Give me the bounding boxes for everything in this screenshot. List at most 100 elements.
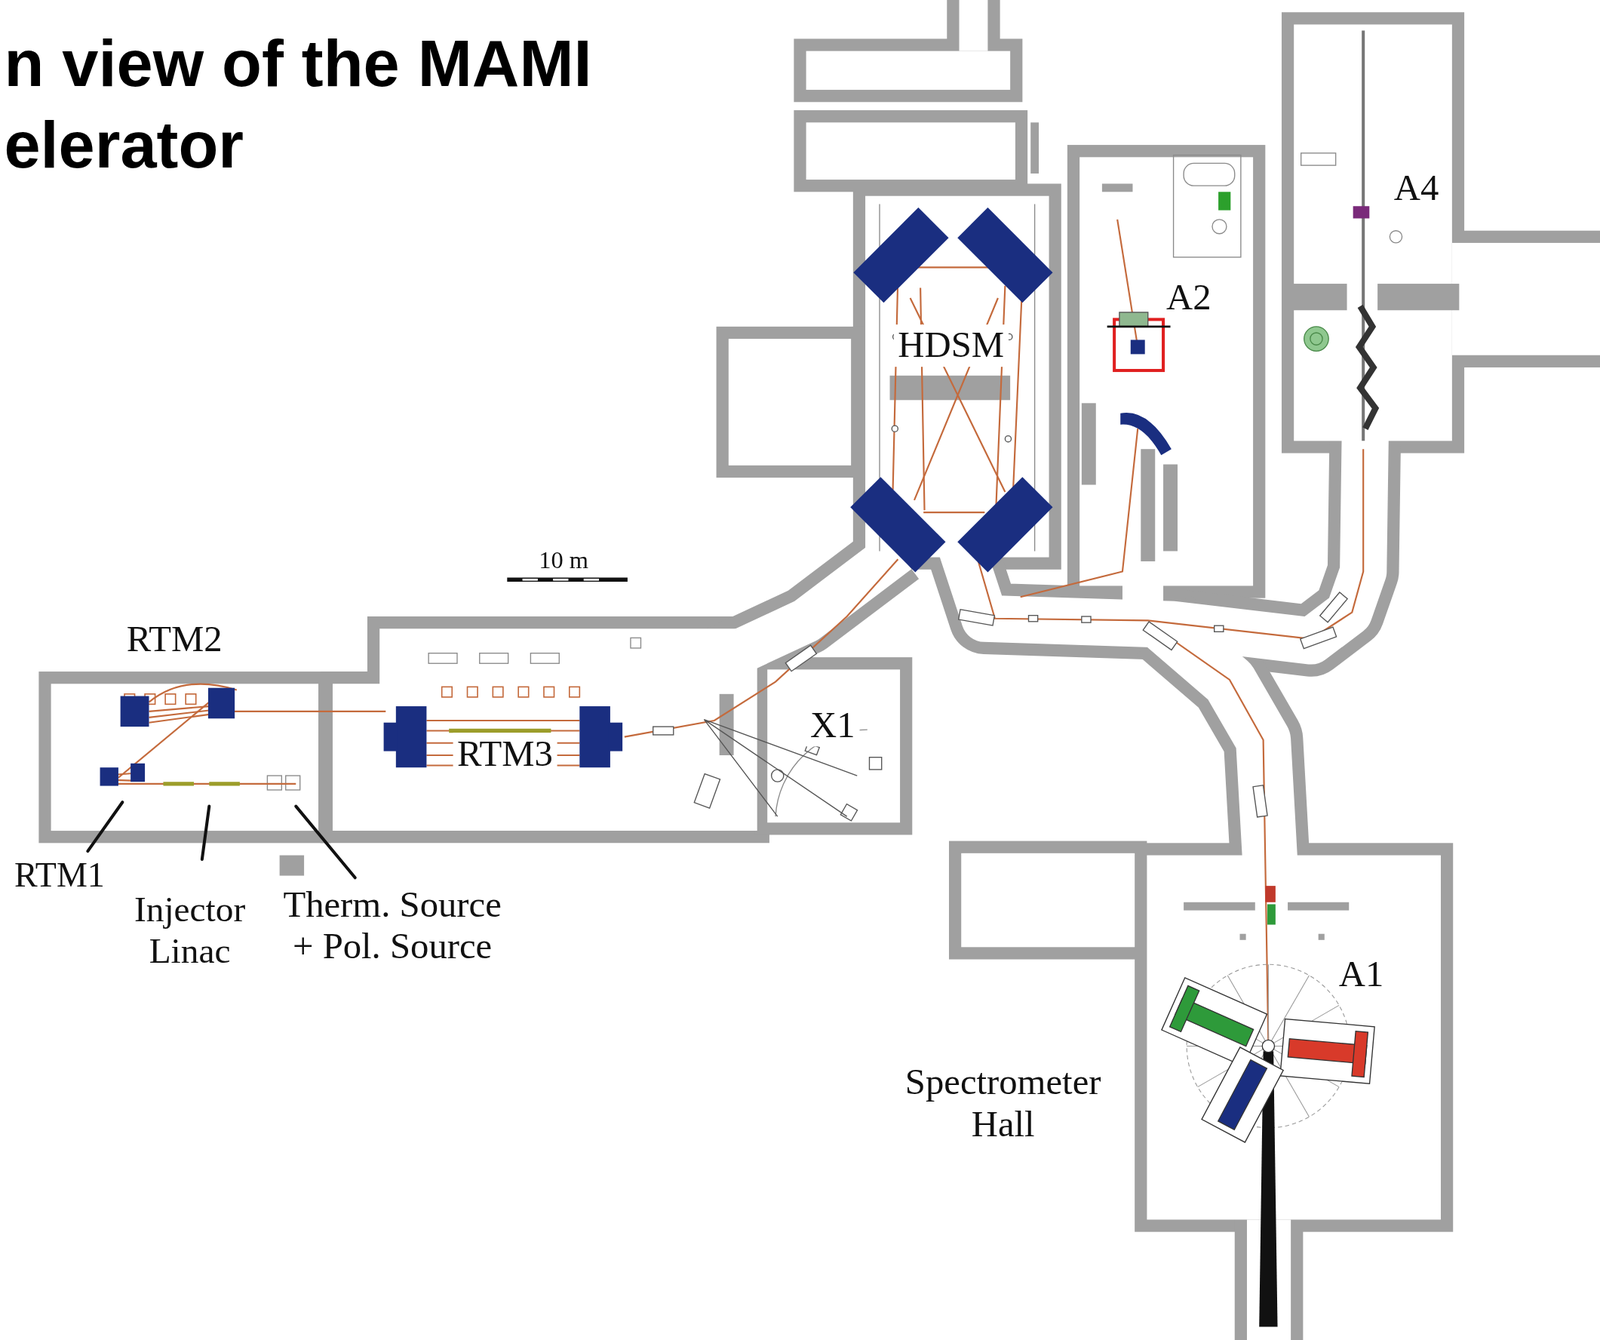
beam-element <box>1028 615 1039 622</box>
a1-entrance <box>1265 885 1276 903</box>
beam-element <box>1142 621 1177 650</box>
inner-wall <box>1183 902 1256 911</box>
x1-ray <box>840 804 857 821</box>
thin-outline <box>1389 230 1402 243</box>
thin-outline <box>630 637 642 648</box>
wall-mass <box>767 669 900 823</box>
dipole-magnet <box>608 722 623 752</box>
spectrometer-arm <box>1280 1018 1375 1084</box>
part-label: Injector Linac <box>118 890 262 973</box>
a2-target <box>1107 325 1171 329</box>
scale-bar <box>552 578 569 581</box>
dipole-magnet <box>100 767 119 786</box>
thin-outline <box>1173 155 1241 258</box>
beam-line <box>969 448 1364 639</box>
a2-target <box>1119 312 1149 327</box>
wall-mass <box>1146 855 1441 1220</box>
orange-coil <box>185 694 197 705</box>
leader-line <box>87 801 123 851</box>
thin-outline <box>267 153 1402 817</box>
tunnel-wall <box>714 428 1366 868</box>
dipole-magnet <box>850 476 946 572</box>
beam-line <box>148 706 209 723</box>
a2-target <box>1130 339 1146 354</box>
dipole-magnet <box>100 207 1172 787</box>
beam-element <box>958 609 996 626</box>
room-floor <box>1146 855 1441 1220</box>
hall-label: RTM2 <box>126 618 223 661</box>
wall-mass <box>1079 156 1253 586</box>
beam-element <box>1320 592 1348 623</box>
wall-mass <box>806 51 1011 90</box>
spectrometer-arm <box>1351 1031 1368 1078</box>
inner-wall <box>1081 402 1097 485</box>
orange-coil <box>467 686 479 698</box>
spectrometer-arm <box>1170 985 1200 1032</box>
linac-section <box>208 781 240 786</box>
room-floor <box>51 0 1600 1340</box>
beam-element <box>1081 616 1091 623</box>
room-floor <box>961 853 1135 947</box>
tunnel-floor <box>1163 624 1271 868</box>
beam-line <box>913 267 990 513</box>
a4-detector <box>1359 306 1376 429</box>
wall-mass <box>332 628 758 831</box>
scale-bar <box>522 578 538 581</box>
hall-label: A2 <box>1166 276 1212 320</box>
orange-coil <box>569 686 581 698</box>
tunnel-floor <box>1122 571 1164 618</box>
wall-mass <box>1452 242 1600 356</box>
dipole-magnet <box>579 706 611 768</box>
room-floor <box>806 51 1011 90</box>
beam-element <box>694 773 720 809</box>
a2-target <box>1107 191 1232 371</box>
wall-mass <box>959 0 989 52</box>
thin-outline <box>1183 162 1235 186</box>
beam-line <box>893 275 1023 510</box>
thin-outline <box>428 653 458 664</box>
dipole-magnet <box>1120 412 1172 455</box>
dipole-magnet <box>120 696 150 728</box>
inner-wall <box>1287 283 1347 311</box>
leader-line <box>87 801 355 878</box>
x1-ray <box>869 757 882 770</box>
thin-outline <box>1301 153 1336 166</box>
tunnel-wall <box>714 550 898 664</box>
orange-coil <box>124 686 580 704</box>
wall-mass <box>1293 24 1453 441</box>
hall-label: A1 <box>1338 952 1385 996</box>
beam-element <box>891 425 898 432</box>
inner-wall <box>1318 933 1325 940</box>
dipole-magnet <box>208 687 235 719</box>
inner-wall <box>1102 183 1134 192</box>
a4-detector <box>1304 326 1329 351</box>
room-floor <box>767 669 900 823</box>
inner-wall <box>1240 933 1247 940</box>
inner-wall <box>1287 902 1349 911</box>
room-floor <box>1452 242 1600 356</box>
inner-wall <box>279 855 305 876</box>
inner-wall <box>279 122 1460 940</box>
thin-outline <box>1212 219 1227 234</box>
beam-line <box>101 219 1364 1047</box>
spectrometer-arm <box>1161 977 1375 1143</box>
dipole-magnet <box>130 763 145 782</box>
room-floor <box>332 628 758 831</box>
spectrometer-arm <box>1201 1047 1284 1143</box>
tunnel-wall <box>1163 624 1271 868</box>
hall-label: A4 <box>1394 167 1440 210</box>
room-floor <box>51 683 319 831</box>
beam-element <box>1300 626 1337 648</box>
orange-coil <box>518 686 529 698</box>
x1-ray <box>771 769 784 782</box>
beam-element <box>653 333 1348 817</box>
wall-mass <box>961 853 1135 947</box>
room-floor <box>806 122 1016 180</box>
leader-line <box>202 806 209 860</box>
orange-coil <box>492 686 504 698</box>
a1-entrance <box>1267 903 1276 925</box>
beam-line <box>1148 622 1269 1046</box>
scale-bar <box>506 579 628 581</box>
